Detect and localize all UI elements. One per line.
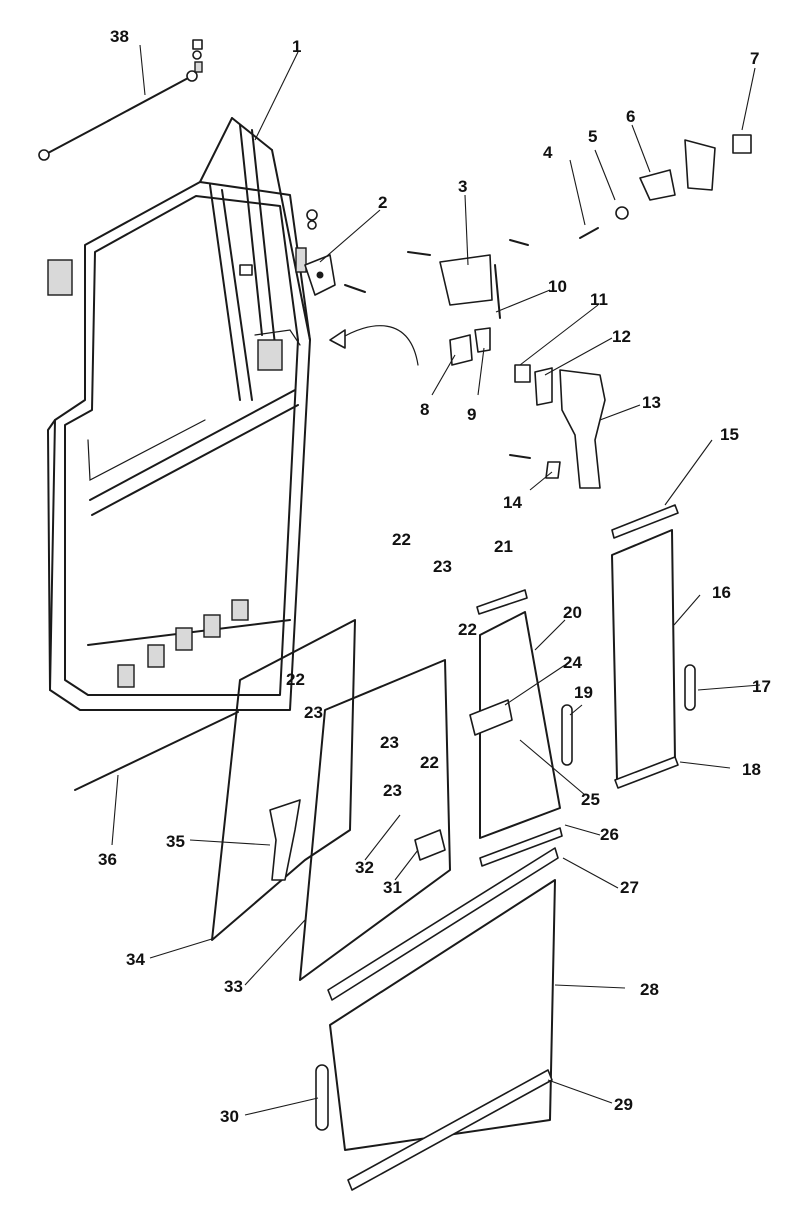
callout-29: 29 — [614, 1095, 633, 1114]
callout-28: 28 — [640, 980, 659, 999]
callout-3: 3 — [458, 177, 467, 196]
callout-12: 12 — [612, 327, 631, 346]
callout-17: 17 — [752, 677, 771, 696]
callout-13: 13 — [642, 393, 661, 412]
callout-6: 6 — [626, 107, 635, 126]
callout-19: 19 — [574, 683, 593, 702]
callout-22c: 22 — [286, 670, 305, 689]
callout-11: 11 — [590, 290, 608, 309]
callout-22a: 22 — [392, 530, 411, 549]
callout-38: 38 — [110, 27, 129, 46]
callout-4: 4 — [543, 143, 553, 162]
callout-25: 25 — [581, 790, 600, 809]
callout-23c: 23 — [380, 733, 399, 752]
callout-30: 30 — [220, 1107, 239, 1126]
callout-5: 5 — [588, 127, 597, 146]
callout-31: 31 — [383, 878, 402, 897]
callout-8: 8 — [420, 400, 429, 419]
callout-labels: 1 2 3 4 5 6 7 8 9 10 11 12 13 14 15 16 1… — [98, 27, 771, 1126]
callout-22d: 22 — [420, 753, 439, 772]
callout-20: 20 — [563, 603, 582, 622]
parts-cluster-upper — [239, 134, 752, 489]
callout-18: 18 — [742, 760, 761, 779]
leader-lines — [111, 44, 761, 1116]
door-frame — [47, 117, 311, 711]
callout-23b: 23 — [304, 703, 323, 722]
callout-26: 26 — [600, 825, 619, 844]
callout-35: 35 — [166, 832, 185, 851]
callout-2: 2 — [378, 193, 387, 212]
callout-27: 27 — [620, 878, 639, 897]
callout-9: 9 — [467, 405, 476, 424]
glass-panels — [74, 504, 696, 1191]
gas-strut-assembly — [38, 39, 203, 161]
callout-24: 24 — [563, 653, 582, 672]
callout-23a: 23 — [433, 557, 452, 576]
callout-15: 15 — [720, 425, 739, 444]
callout-14: 14 — [503, 493, 522, 512]
callout-1: 1 — [292, 37, 301, 56]
callout-21: 21 — [494, 537, 513, 556]
callout-34: 34 — [126, 950, 145, 969]
callout-32: 32 — [355, 858, 374, 877]
callout-7: 7 — [750, 49, 759, 68]
callout-33: 33 — [224, 977, 243, 996]
callout-36: 36 — [98, 850, 117, 869]
callout-23d: 23 — [383, 781, 402, 800]
callout-10: 10 — [548, 277, 567, 296]
callout-22b: 22 — [458, 620, 477, 639]
callout-16: 16 — [712, 583, 731, 602]
